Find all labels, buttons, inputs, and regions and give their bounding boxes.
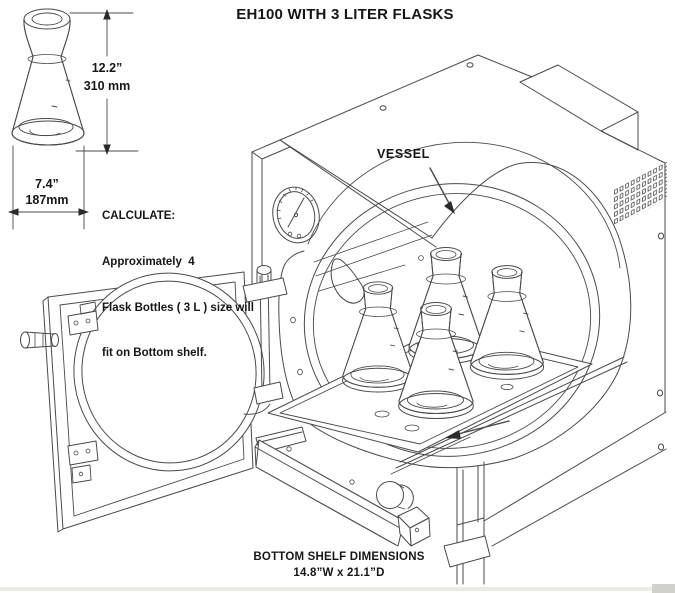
flask-height-inches: 12.2”: [91, 61, 123, 75]
screw-hole: [657, 232, 665, 240]
scan-artifact: [652, 584, 675, 593]
flask: [469, 265, 545, 380]
screw-hole: [466, 62, 474, 68]
scan-artifact: [0, 587, 675, 591]
calculate-note-line: fit on Bottom shelf.: [102, 347, 207, 360]
door-lock-rod: [242, 265, 288, 415]
beam-end-block: [397, 506, 431, 547]
front-panel: [251, 139, 320, 301]
calculate-note-line: CALCULATE:: [102, 210, 176, 223]
door: [20, 265, 288, 533]
height-dimension: [69, 9, 139, 155]
calculate-note-line: Approximately 4: [102, 256, 195, 269]
door-knob: [20, 331, 59, 349]
roller-knob: [376, 481, 414, 510]
flask: [342, 281, 414, 393]
door-hinge-bottom: [67, 440, 99, 484]
right-panel: [483, 161, 667, 547]
pressure-gauge-icon: [272, 186, 320, 244]
front-leg: [443, 461, 491, 585]
flask-width-mm: 187mm: [25, 193, 69, 207]
panel-cutout: [330, 258, 365, 304]
calculate-note: CALCULATE: Approximately 4 Flask Bottles…: [102, 179, 254, 392]
screw-hole: [379, 105, 387, 111]
calculate-note-line: Flask Bottles ( 3 L ) size will: [102, 301, 254, 314]
screw-hole: [657, 443, 665, 451]
vessel-label: VESSEL: [377, 147, 430, 161]
flask-icon: [11, 8, 85, 146]
bottom-shelf-label-line1: BOTTOM SHELF DIMENSIONS: [253, 551, 425, 563]
flask-width-inches: 7.4”: [35, 177, 59, 191]
rear-box: [519, 64, 639, 151]
cabinet-top: [279, 54, 666, 164]
door-lid: [73, 272, 265, 472]
bottom-shelf-label-line2: 14.8”W x 21.1”D: [293, 567, 385, 579]
vessel-chamber: [278, 139, 632, 469]
door-hinge-top: [67, 301, 99, 336]
vessel-arrow: [429, 167, 455, 214]
page-title: EH100 WITH 3 LITER FLASKS: [236, 6, 454, 23]
vent-grille: [614, 161, 667, 227]
flask-height-mm: 310 mm: [83, 79, 131, 93]
slide-arrow: [445, 420, 510, 439]
screw-hole: [656, 389, 664, 397]
width-dimension: [8, 145, 89, 230]
handle-beam: [254, 439, 431, 547]
